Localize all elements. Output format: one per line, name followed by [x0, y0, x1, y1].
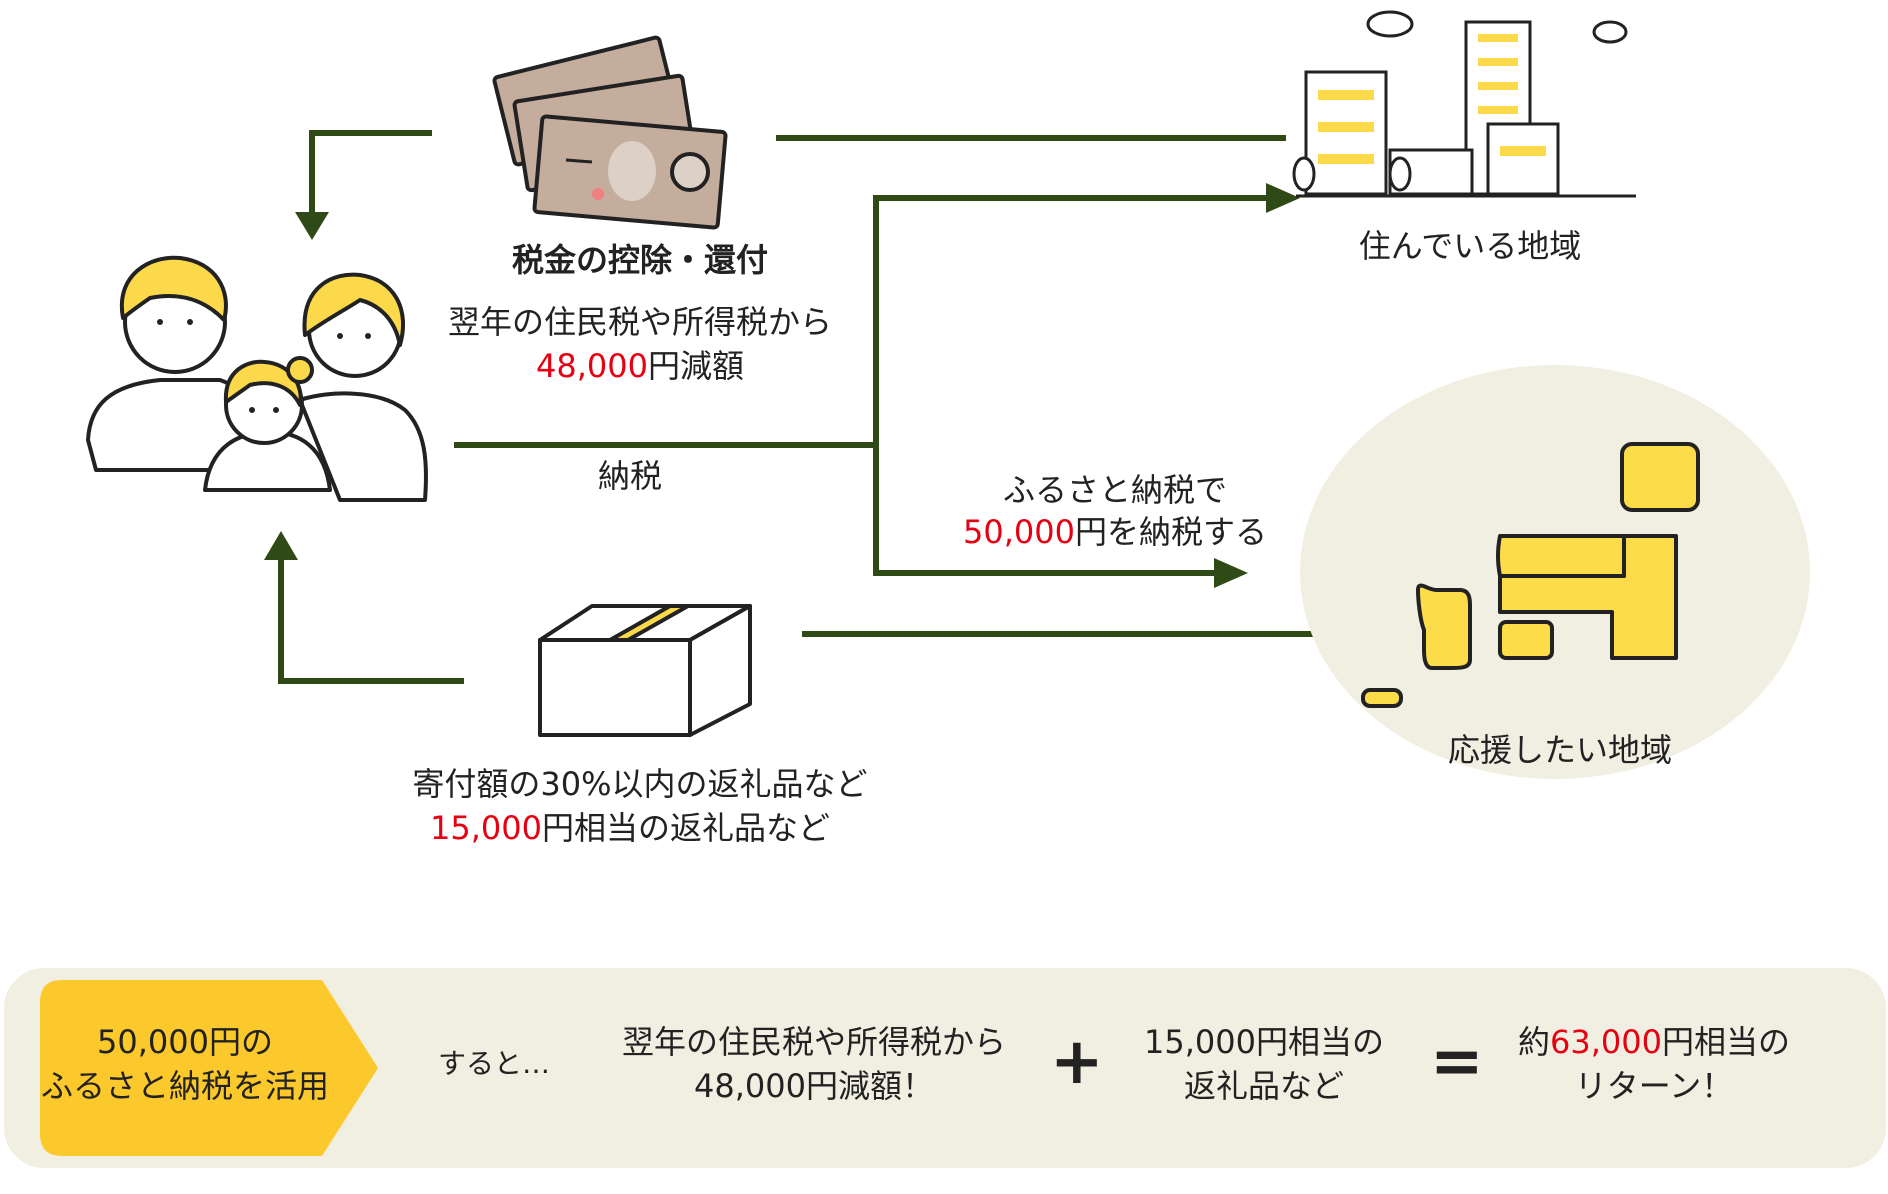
summary-badge-shape	[40, 980, 378, 1156]
summary-plus: +	[1050, 1025, 1104, 1099]
gift-suffix: 円相当の返礼品など	[541, 809, 830, 847]
deduction-title: 税金の控除・還付	[511, 241, 768, 279]
arrow-head-right-home	[1266, 183, 1300, 213]
summary-badge-line1: 50,000円の	[97, 1023, 273, 1061]
deduction-amount-line: 48,000円減額	[460, 344, 820, 388]
arrow-tax-to-support-area	[873, 445, 1220, 576]
banknotes-illustration	[492, 35, 728, 230]
furusato-suffix: 円を納税する	[1074, 513, 1267, 551]
gift-amount-line: 15,000円相当の返礼品など	[400, 806, 860, 850]
summary-return-amount: 63,000	[1550, 1023, 1662, 1061]
gift-amount: 15,000	[430, 809, 542, 847]
arrow-tax-to-home-area	[873, 195, 1270, 445]
arrow-refund-to-family	[309, 130, 432, 218]
flow-arrows	[278, 130, 1360, 684]
arrow-gift-to-family	[278, 555, 464, 684]
summary-badge-line2: ふるさと納税を活用	[40, 1067, 329, 1105]
summary-reduction-line2: 48,000円減額！	[694, 1067, 934, 1105]
support-area-label: 応援したい地域	[1447, 731, 1672, 769]
deduction-text: 翌年の住民税や所得税から	[447, 303, 832, 341]
gift-box-illustration	[538, 604, 752, 737]
summary-return-line1: 約63,000円相当の	[1504, 1020, 1804, 1064]
furusato-amount: 50,000	[963, 513, 1075, 551]
furusato-label: ふるさと納税で	[1002, 471, 1227, 509]
summary-return-line2: リターン！	[1574, 1067, 1734, 1105]
deduction-suffix: 円減額	[647, 347, 744, 385]
arrow-head-down	[295, 212, 329, 240]
summary-gift-line2: 返礼品など	[1183, 1067, 1344, 1105]
summary-gift-line1: 15,000円相当の	[1144, 1023, 1384, 1061]
arrow-heads	[264, 183, 1300, 588]
family-illustration	[86, 255, 428, 502]
tax-payment-label: 納税	[597, 457, 662, 495]
buildings-illustration	[1292, 10, 1636, 198]
arrow-head-up	[264, 531, 298, 560]
arrow-head-right-support	[1214, 558, 1248, 588]
summary-return-suffix: 円相当の	[1661, 1023, 1790, 1061]
japan-map-illustration	[1300, 365, 1810, 779]
gift-text: 寄付額の30%以内の返礼品など	[412, 765, 868, 803]
summary-return-prefix: 約	[1518, 1023, 1551, 1061]
home-area-label: 住んでいる地域	[1358, 227, 1582, 265]
deduction-amount: 48,000	[536, 347, 648, 385]
summary-equals: =	[1430, 1025, 1484, 1099]
summary-then: すると…	[437, 1047, 550, 1080]
summary-reduction-line1: 翌年の住民税や所得税から	[621, 1023, 1006, 1061]
summary-panel: 50,000円の ふるさと納税を活用 すると… 翌年の住民税や所得税から 48,…	[4, 968, 1886, 1168]
furusato-amount-line: 50,000円を納税する	[940, 510, 1290, 554]
